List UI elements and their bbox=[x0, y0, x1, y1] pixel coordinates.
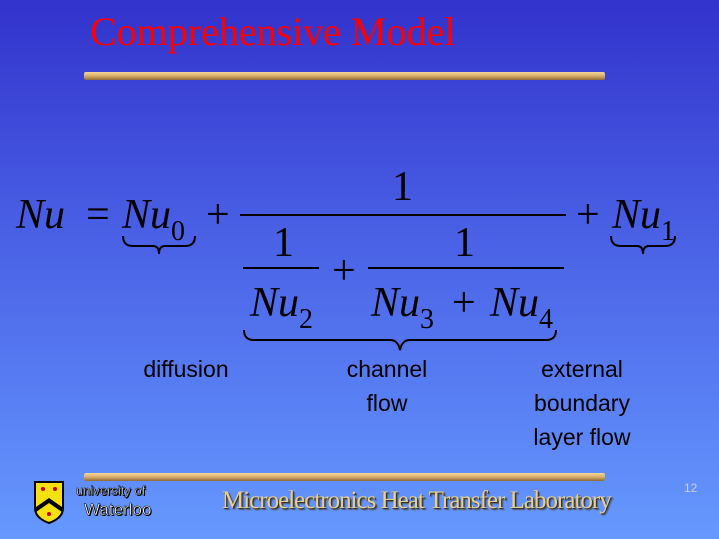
equals-sign: = bbox=[86, 192, 110, 238]
title-divider bbox=[84, 72, 605, 80]
label-line: layer flow bbox=[533, 424, 631, 450]
page-number: 12 bbox=[684, 481, 698, 495]
plus-sign: + bbox=[576, 192, 600, 238]
plus-sign: + bbox=[206, 192, 230, 238]
nu-text: Nu bbox=[122, 192, 172, 238]
lhs-nu: Nu bbox=[16, 194, 65, 236]
footer-divider bbox=[84, 473, 605, 481]
subscript: 3 bbox=[420, 304, 435, 335]
underbrace-channel bbox=[243, 329, 557, 351]
subscript: 0 bbox=[171, 216, 186, 247]
university-name-line1: university of bbox=[76, 483, 146, 498]
subscript: 2 bbox=[299, 304, 314, 335]
nu-text: Nu bbox=[250, 280, 300, 326]
label-line: external bbox=[541, 356, 623, 382]
nu2: Nu2 bbox=[250, 280, 313, 334]
label-channel-flow: channel flow bbox=[317, 352, 457, 420]
label-diffusion: diffusion bbox=[143, 356, 229, 382]
subscript: 4 bbox=[539, 304, 554, 335]
slide-title: Comprehensive Model bbox=[90, 9, 456, 54]
label-line: flow bbox=[366, 390, 408, 416]
one: 1 bbox=[273, 220, 294, 266]
fraction-line bbox=[243, 267, 319, 269]
nu-text: Nu bbox=[612, 192, 662, 238]
underbrace-nu1 bbox=[610, 235, 676, 255]
nu4: Nu4 bbox=[490, 280, 553, 334]
fraction-line bbox=[368, 267, 564, 269]
plus-sign: + bbox=[332, 248, 356, 294]
label-line: channel bbox=[346, 356, 428, 382]
subscript: 1 bbox=[661, 216, 676, 247]
nu1: Nu1 bbox=[612, 192, 675, 246]
one: 1 bbox=[454, 220, 475, 266]
nu-text: Nu bbox=[371, 280, 421, 326]
numerator-one: 1 bbox=[392, 164, 413, 210]
label-line: boundary bbox=[534, 390, 630, 416]
university-crest-icon bbox=[34, 481, 64, 524]
lab-name: Microelectronics Heat Transfer Laborator… bbox=[222, 487, 612, 514]
nu3: Nu3 bbox=[371, 280, 434, 334]
nu-text: Nu bbox=[16, 192, 66, 238]
label-external-flow: external boundary layer flow bbox=[507, 352, 657, 454]
plus-sign: + bbox=[452, 280, 476, 326]
fraction-line bbox=[240, 214, 566, 216]
nu-text: Nu bbox=[490, 280, 540, 326]
university-name-line2: Waterloo bbox=[84, 500, 152, 519]
nu0: Nu0 bbox=[122, 192, 185, 246]
underbrace-nu0 bbox=[122, 235, 196, 255]
